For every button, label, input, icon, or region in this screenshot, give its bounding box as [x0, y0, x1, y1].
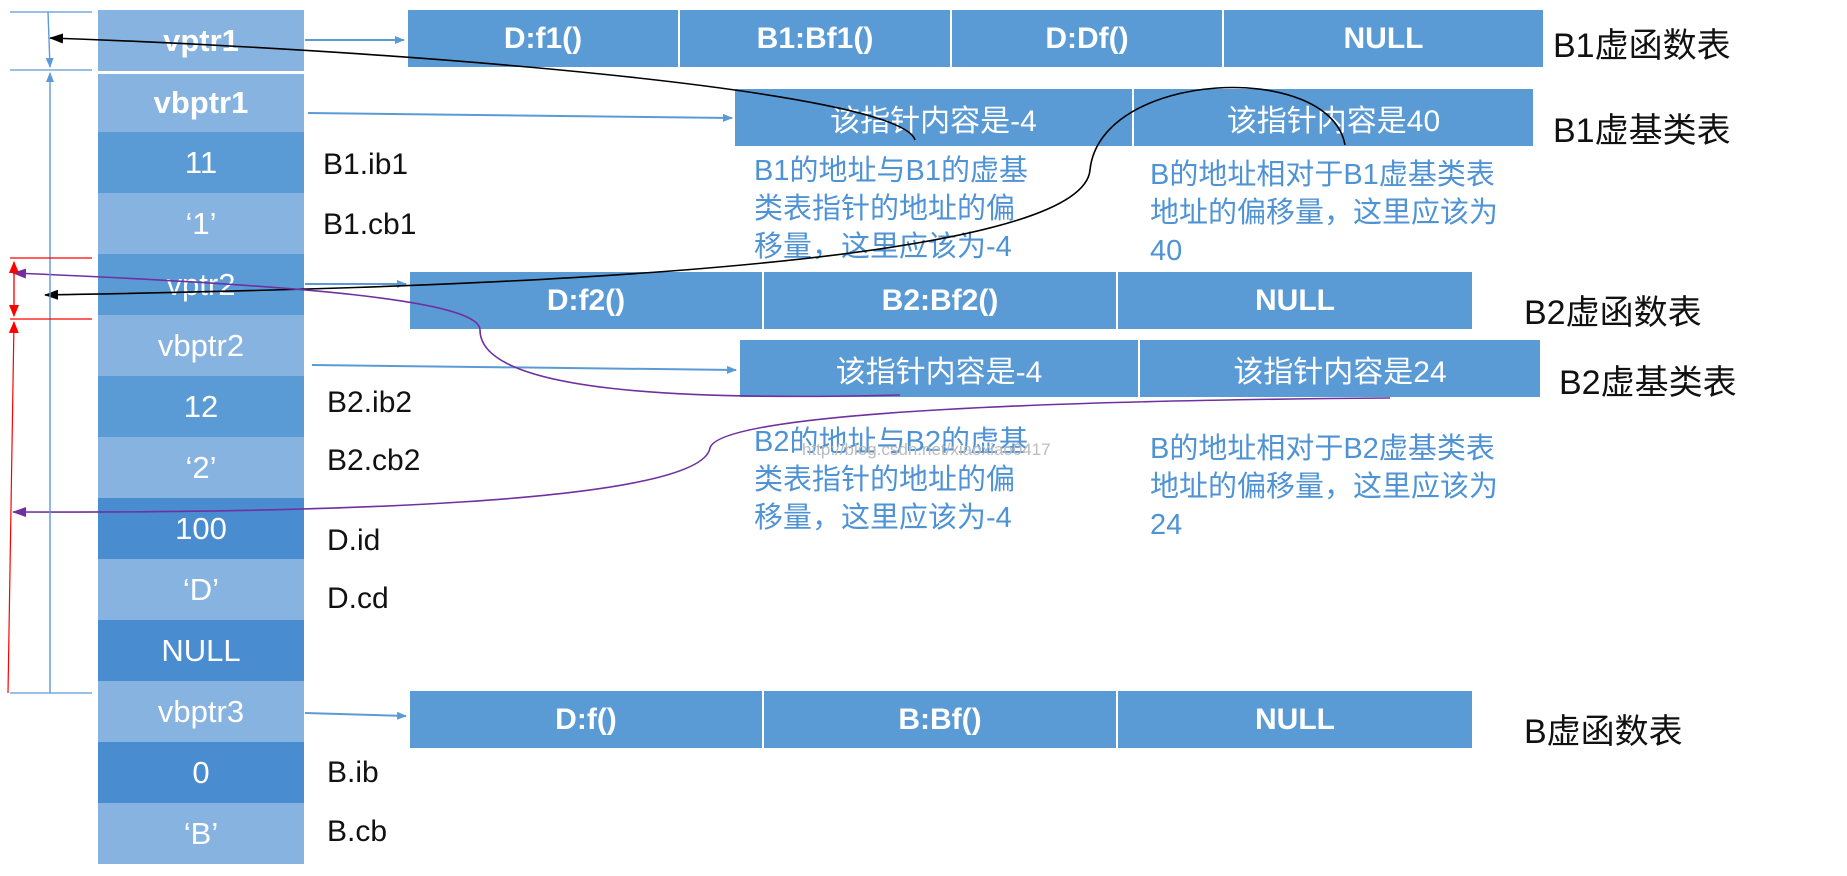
b2-minus4-offset-arrow — [12, 268, 901, 398]
member-label-d-cd: D.cd — [327, 582, 389, 615]
b2-vftable: D:f2() B2:Bf2() NULL — [410, 272, 1472, 329]
b1-vbtable: 该指针内容是-4 该指针内容是40 — [735, 89, 1533, 146]
note-line: 40 — [1150, 235, 1183, 267]
vbptr2-pointer-arrow — [311, 364, 737, 374]
note-line: B1的地址与B1的虚基 — [754, 155, 1028, 187]
b1-vbtable-entry: 该指针内容是-4 — [735, 89, 1134, 146]
b1-plus40-offset-arrow — [44, 86, 1346, 300]
note-line: 类表指针的地址的偏 — [754, 193, 1016, 225]
b-vftable-entry: B:Bf() — [764, 691, 1118, 748]
memory-cell-d-cd: ‘D’ — [98, 559, 304, 620]
note-line: 地址的偏移量，这里应该为 — [1150, 471, 1499, 503]
member-label-b1-ib1: B1.ib1 — [323, 148, 409, 181]
memory-cell-b1-ib1: 11 — [98, 132, 304, 193]
member-label-b2-ib2: B2.ib2 — [327, 386, 413, 419]
member-label-b-cb: B.cb — [327, 815, 388, 848]
b1-vftable-entry: B1:Bf1() — [680, 10, 952, 67]
note-line: 地址的偏移量，这里应该为 — [1150, 197, 1499, 229]
note-line: 移量，这里应该为-4 — [754, 231, 1012, 263]
note-line: B2的地址与B2的虚基 — [754, 426, 1028, 458]
member-label-b-ib: B.ib — [327, 756, 379, 789]
member-label-b1-cb1: B1.cb1 — [323, 208, 417, 241]
memory-cell-b-cb: ‘B’ — [98, 803, 304, 864]
watermark: http://blog.csdn.net/xiaoxiao0417 — [802, 440, 1051, 459]
b-vftable-entry: D:f() — [410, 691, 764, 748]
b2-plus24-offset-arrow — [12, 397, 1391, 518]
memory-cell-vbptr1: vbptr1 — [98, 71, 304, 132]
b2-vftable-name: B2虚函数表 — [1524, 294, 1702, 332]
b2-vftable-entry: NULL — [1118, 272, 1472, 329]
memory-cell-vbptr2: vbptr2 — [98, 315, 304, 376]
b-vftable-entry: NULL — [1118, 691, 1472, 748]
b2-vbtable: 该指针内容是-4 该指针内容是24 — [740, 340, 1540, 397]
b1-vftable: D:f1() B1:Bf1() D:Df() NULL — [408, 10, 1543, 67]
memory-cell-d-id: 100 — [98, 498, 304, 559]
memory-cell-vbptr3: vbptr3 — [98, 681, 304, 742]
b-vftable: D:f() B:Bf() NULL — [410, 691, 1472, 748]
memory-cell-null: NULL — [98, 620, 304, 681]
b1-minus4-offset-arrow — [49, 33, 916, 141]
note-line: 24 — [1150, 509, 1183, 541]
memory-cell-b2-ib2: 12 — [98, 376, 304, 437]
b2-left-note: B2的地址与B2的虚基 类表指针的地址的偏 移量，这里应该为-4 — [754, 423, 1154, 537]
b2-vftable-entry: D:f2() — [410, 272, 764, 329]
guide-short-arrow — [45, 11, 54, 68]
b2-vbtable-name: B2虚基类表 — [1559, 364, 1737, 402]
b1-vftable-entry: D:Df() — [952, 10, 1224, 67]
note-line: 类表指针的地址的偏 — [754, 464, 1016, 496]
memory-cell-b2-cb2: ‘2’ — [98, 437, 304, 498]
note-line: B的地址相对于B2虚基类表 — [1150, 433, 1495, 465]
member-label-b2-cb2: B2.cb2 — [327, 444, 421, 477]
red-long-arrow — [7, 321, 19, 694]
b2-vbtable-entry: 该指针内容是-4 — [740, 340, 1140, 397]
b1-vftable-entry: D:f1() — [408, 10, 680, 67]
b-vftable-name: B虚函数表 — [1524, 713, 1683, 751]
b1-vbtable-name: B1虚基类表 — [1553, 112, 1731, 150]
memory-cell-b1-cb1: ‘1’ — [98, 193, 304, 254]
b1-right-note: B的地址相对于B1虚基类表 地址的偏移量，这里应该为 40 — [1150, 156, 1570, 270]
vbptr1-pointer-arrow — [307, 112, 733, 122]
b1-left-note: B1的地址与B1的虚基 类表指针的地址的偏 移量，这里应该为-4 — [754, 152, 1154, 266]
b2-right-note: B的地址相对于B2虚基类表 地址的偏移量，这里应该为 24 — [1150, 430, 1570, 544]
b1-vftable-name: B1虚函数表 — [1553, 27, 1731, 65]
note-line: B的地址相对于B1虚基类表 — [1150, 159, 1495, 191]
vbptr3-pointer-arrow — [304, 711, 407, 720]
memory-cell-vptr2: vptr2 — [98, 254, 304, 315]
member-label-d-id: D.id — [327, 524, 381, 557]
memory-cell-b-ib: 0 — [98, 742, 304, 803]
note-line: 移量，这里应该为-4 — [754, 502, 1012, 534]
b2-vftable-entry: B2:Bf2() — [764, 272, 1118, 329]
b1-vftable-entry: NULL — [1224, 10, 1543, 67]
b2-vbtable-entry: 该指针内容是24 — [1140, 340, 1540, 397]
